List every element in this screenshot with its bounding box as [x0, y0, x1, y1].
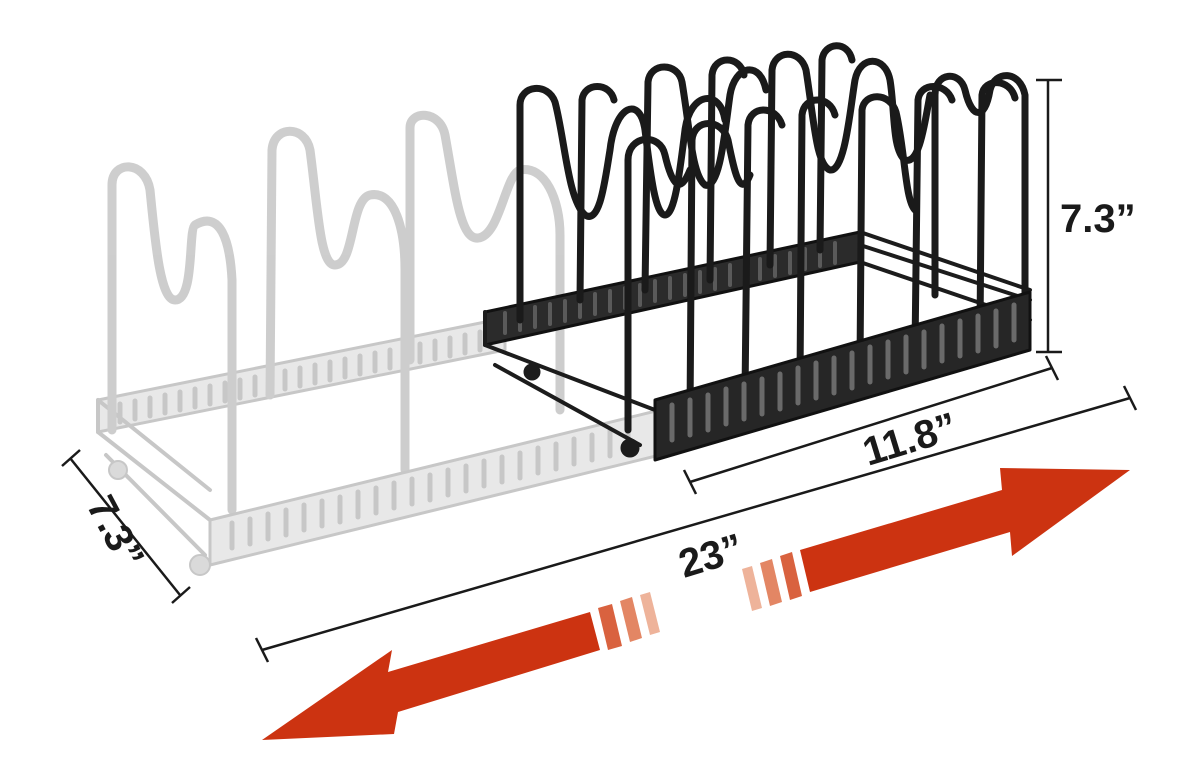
extended-length-label: 23”	[674, 526, 749, 587]
ghost-wire-dividers	[107, 110, 565, 515]
height-label: 7.3”	[1060, 197, 1136, 241]
expand-left-arrow-icon	[262, 592, 660, 740]
rack-foot	[523, 363, 541, 381]
extended-length-dimension-line	[261, 396, 1131, 652]
ghost-front-rail	[208, 408, 662, 567]
collapsed-rack	[483, 42, 1032, 462]
ghost-back-rail	[96, 316, 507, 434]
collapsed-length-dimension-line	[689, 366, 1053, 484]
depth-dimension-line	[69, 457, 181, 596]
rack-front-rail	[653, 290, 1032, 462]
rack-foot	[620, 438, 640, 458]
dimension-lines	[61, 78, 1138, 663]
ghost-foot	[108, 460, 128, 480]
depth-label: 7.3”	[78, 489, 152, 576]
ghost-foot	[189, 554, 211, 576]
extended-rack-ghost	[96, 110, 662, 576]
rack-wire-dividers	[516, 42, 1029, 434]
collapsed-length-label: 11.8”	[858, 405, 962, 475]
expand-right-arrow-icon	[742, 468, 1130, 611]
